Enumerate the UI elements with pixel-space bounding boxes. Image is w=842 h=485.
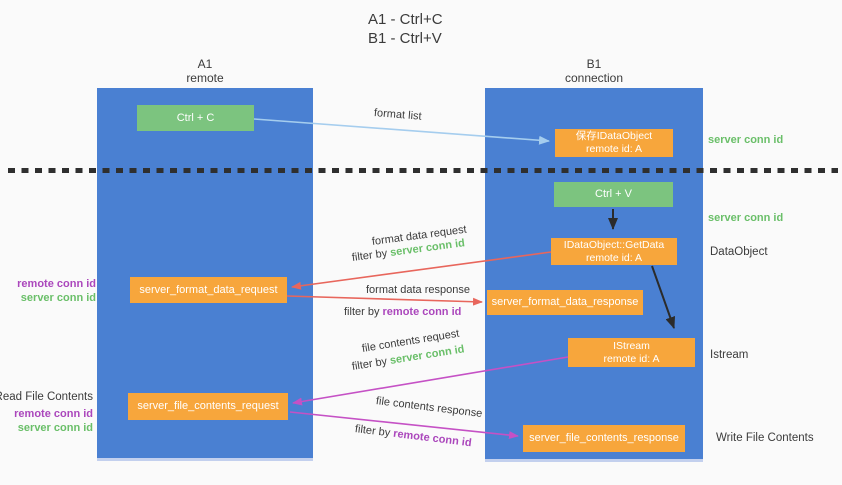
right-label-server-conn-id-1: server conn id	[708, 134, 784, 146]
node-idataobject-getdata-subtitle: remote id: A	[585, 251, 643, 264]
arrow-format-data-response	[286, 295, 483, 306]
node-server-file-contents-response: server_file_contents_response	[523, 425, 685, 452]
node-server-format-data-request: server_format_data_request	[130, 277, 287, 303]
node-save-idataobject-title: 保存IDataObject	[575, 130, 653, 142]
filter-by-text: filter by	[351, 355, 391, 373]
label-format-data-response: format data response	[366, 284, 470, 296]
node-idataobject-getdata: IDataObject::GetData remote id: A	[551, 238, 677, 265]
filter-by-text: filter by	[351, 247, 391, 264]
remote-conn-id-text: remote conn id	[382, 306, 462, 318]
right-label-istream: Istream	[710, 349, 749, 361]
remote-conn-id-text: remote conn id	[392, 427, 473, 450]
node-istream: IStream remote id: A	[568, 338, 695, 367]
node-server-format-data-request-label: server_format_data_request	[139, 283, 278, 296]
left-label-remote-conn-id-2: remote conn id	[14, 408, 93, 420]
right-label-server-conn-id-2: server conn id	[708, 212, 784, 224]
left-label-server-conn-id-2: server conn id	[17, 422, 93, 434]
node-ctrl-c-label: Ctrl + C	[176, 111, 215, 124]
lane-a1-role: remote	[186, 70, 224, 85]
left-label-read-file-contents: Read File Contents	[0, 391, 93, 403]
node-server-file-contents-response-label: server_file_contents_response	[529, 432, 679, 444]
filter-by-text: filter by	[344, 306, 383, 318]
node-istream-title: IStream	[613, 339, 650, 352]
diagram-title: A1 - Ctrl+C B1 - Ctrl+V	[368, 10, 443, 48]
label-file-contents-response: file contents response	[375, 395, 483, 420]
node-save-idataobject-subtitle: remote id: A	[585, 143, 643, 155]
right-label-write-file-contents: Write File Contents	[716, 432, 814, 444]
filter-by-text: filter by	[354, 423, 394, 440]
node-server-format-data-response-label: server_format_data_response	[491, 296, 639, 308]
phase-separator-dotted-line	[8, 168, 838, 173]
lane-header-b1: B1 connection	[485, 57, 703, 85]
title-line-2: B1 - Ctrl+V	[368, 30, 442, 47]
node-server-file-contents-request-label: server_file_contents_request	[137, 400, 279, 412]
lane-b1-id: B1	[586, 57, 602, 71]
right-label-dataobject: DataObject	[710, 246, 768, 258]
lane-b1-role: connection	[564, 70, 624, 85]
node-ctrl-v-label: Ctrl + V	[595, 188, 632, 200]
label-filter-by-remote-conn-id-format: filter by remote conn id	[344, 306, 461, 318]
title-line-1: A1 - Ctrl+C	[368, 11, 443, 28]
node-istream-subtitle: remote id: A	[603, 352, 660, 365]
lane-a1-id: A1	[197, 57, 213, 71]
node-server-format-data-response: server_format_data_response	[487, 290, 643, 315]
node-ctrl-v: Ctrl + V	[554, 182, 673, 207]
node-server-file-contents-request: server_file_contents_request	[128, 393, 288, 420]
node-save-idataobject: 保存IDataObject remote id: A	[555, 129, 673, 157]
node-ctrl-c: Ctrl + C	[137, 105, 254, 131]
lane-header-a1: A1 remote	[97, 57, 313, 85]
label-format-list: format list	[373, 107, 423, 123]
left-label-server-conn-id-1: server conn id	[20, 292, 96, 304]
left-label-remote-conn-id-1: remote conn id	[17, 278, 96, 290]
label-filter-by-remote-conn-id-file: filter by remote conn id	[354, 423, 472, 449]
node-idataobject-getdata-title: IDataObject::GetData	[563, 238, 665, 251]
